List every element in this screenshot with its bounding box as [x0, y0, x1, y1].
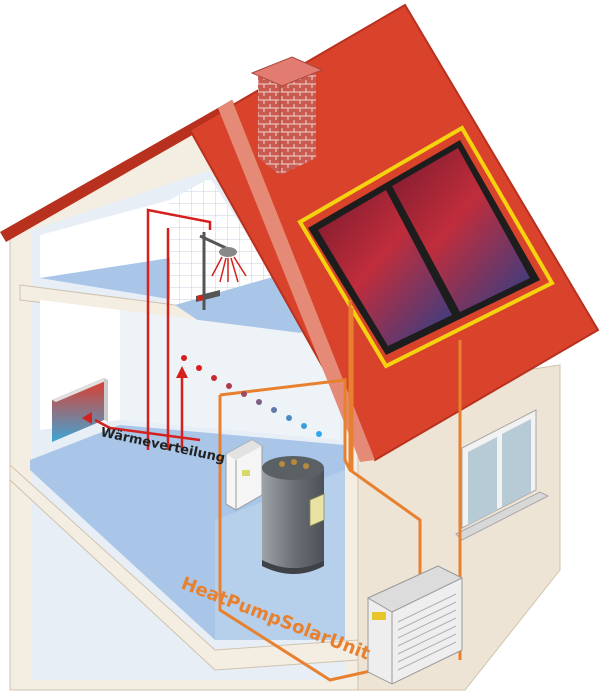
heat-arrow-left — [82, 412, 92, 424]
roof-underside — [218, 100, 375, 462]
lower-room-side-wall — [120, 310, 340, 440]
temperature-dots — [181, 355, 322, 437]
outdoor-unit-icon — [366, 565, 464, 685]
heat-distribution-pipes — [94, 208, 212, 450]
solar-loop — [297, 125, 555, 369]
solar-panel-icon — [308, 140, 540, 355]
chimney-icon — [250, 56, 324, 175]
roof-front-edge — [0, 100, 236, 242]
radiator-icon — [52, 378, 108, 442]
controller-box-icon — [225, 439, 263, 511]
heat-arrow-up — [176, 366, 188, 378]
storage-tank-icon — [262, 456, 325, 574]
window-icon — [455, 409, 550, 541]
upper-room-back-wall — [40, 200, 170, 278]
ground-slab — [9, 463, 359, 671]
shower-icon — [196, 232, 247, 310]
